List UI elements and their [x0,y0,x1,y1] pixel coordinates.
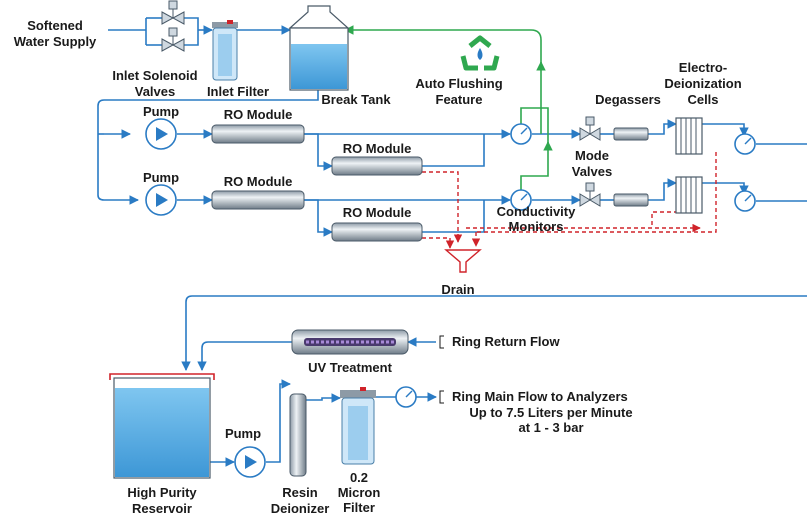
label-ro-module: RO Module [343,205,412,220]
label-break-tank: Break Tank [321,92,391,107]
pump-top [145,118,177,150]
label-pump: Pump [143,104,179,119]
label-softened-water: Softened [27,18,83,33]
bracket [439,335,444,349]
label-inlet-solenoid: Inlet Solenoid [112,68,197,83]
label-auto-flushing: Feature [436,92,483,107]
ro-module [211,190,305,210]
inlet-solenoid-valve-bottom [161,27,185,52]
label-mode-valves: Mode [575,148,609,163]
degasser [613,193,649,207]
label-degassers: Degassers [595,92,661,107]
bottom-pipes [181,295,807,467]
label-auto-flushing: Auto Flushing [415,76,502,91]
label-edi: Cells [687,92,718,107]
label-reservoir: Reservoir [132,501,192,516]
edi-cell [675,117,703,155]
outlet-gauge [734,133,756,155]
label-mode-valves: Valves [572,164,613,179]
label-ro-module: RO Module [224,174,293,189]
label-ring-main: at 1 - 3 bar [518,420,583,435]
label-micron-filter: Micron [338,485,381,500]
drain-funnel [444,249,482,273]
bracket [439,390,444,404]
label-inlet-filter: Inlet Filter [207,84,269,99]
resin-deionizer [289,393,307,477]
row2-pipes [177,178,807,237]
flush-lines [344,25,553,190]
label-resin-deionizer: Deionizer [271,501,330,516]
conductivity-monitor [510,123,532,145]
label-conductivity: Conductivity [497,204,576,219]
outlet-gauge [734,190,756,212]
label-edi: Deionization [664,76,741,91]
ro-module [331,222,423,242]
high-purity-reservoir [109,373,215,479]
ro-module [211,124,305,144]
mode-valve [579,116,601,141]
uv-treatment-unit [291,329,409,355]
label-conductivity: Monitors [509,219,564,234]
flow-gauge [395,386,417,408]
label-softened-water: Water Supply [14,34,97,49]
label-ring-main: Ring Main Flow to Analyzers [452,389,628,404]
pump-mid [145,184,177,216]
label-resin-deionizer: Resin [282,485,317,500]
row1-pipes [177,119,807,171]
label-pump: Pump [225,426,261,441]
degasser [613,127,649,141]
edi-cell [675,176,703,214]
label-micron-filter: 0.2 [350,470,368,485]
label-edi: Electro- [679,60,727,75]
label-reservoir: High Purity [127,485,197,500]
supply-pipes [97,17,319,205]
recycle-icon [460,35,500,71]
label-ring-main: Up to 7.5 Liters per Minute [469,405,632,420]
label-inlet-solenoid: Valves [135,84,176,99]
inlet-filter [212,20,238,81]
pump-bottom [234,446,266,478]
ro-module [331,156,423,176]
conductivity-monitor [510,189,532,211]
label-ring-return: Ring Return Flow [452,334,560,349]
break-tank [288,5,350,91]
label-ro-module: RO Module [343,141,412,156]
label-drain: Drain [441,282,474,297]
label-uv-treatment: UV Treatment [308,360,392,375]
label-pump: Pump [143,170,179,185]
micron-filter [340,387,376,465]
label-micron-filter: Filter [343,500,375,515]
inlet-solenoid-valve-top [161,0,185,25]
label-ro-module: RO Module [224,107,293,122]
mode-valve [579,182,601,207]
drain-lines [422,152,717,249]
